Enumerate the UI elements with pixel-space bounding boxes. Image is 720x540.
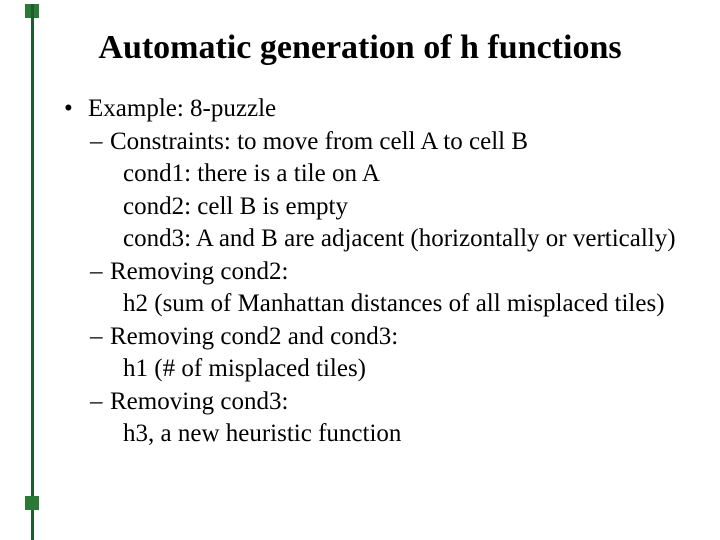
bullet-line: h3, a new heuristic function <box>0 418 720 451</box>
line-text: h2 (sum of Manhattan distances of all mi… <box>123 290 665 317</box>
bullet-line: –Removing cond2 and cond3: <box>0 321 720 354</box>
line-text: Example: 8-puzzle <box>88 95 277 122</box>
slide-body: •Example: 8-puzzle –Constraints: to move… <box>0 93 720 451</box>
slide-title: Automatic generation of h functions <box>98 29 622 66</box>
line-text: h1 (# of misplaced tiles) <box>123 355 366 382</box>
bullet-line: • Example: 8-puzzle <box>0 93 720 126</box>
line-text: Removing cond2 and cond3: <box>110 322 399 350</box>
bullet-line: –Removing cond3: <box>0 386 720 419</box>
bullet-line: –Constraints: to move from cell A to cel… <box>0 126 720 159</box>
bullet-line: h1 (# of misplaced tiles) <box>0 353 720 386</box>
bullet-line: h2 (sum of Manhattan distances of all mi… <box>0 288 720 321</box>
line-text: Removing cond2: <box>110 257 289 285</box>
bullet-line: cond2: cell B is empty <box>0 191 720 224</box>
dash-icon: – <box>90 387 103 415</box>
line-text: Removing cond3: <box>110 387 289 415</box>
bullet-line: cond1: there is a tile on A <box>0 158 720 191</box>
accent-vertical-line <box>31 4 34 540</box>
bullet-line: –Removing cond2: <box>0 256 720 289</box>
bullet-line: cond3: A and B are adjacent (horizontall… <box>0 223 720 256</box>
dash-icon: – <box>90 127 103 155</box>
bullet-icon: • <box>64 95 73 122</box>
line-text: cond2: cell B is empty <box>123 192 348 220</box>
dash-icon: – <box>90 257 103 285</box>
line-text: h3, a new heuristic function <box>123 420 402 447</box>
accent-square-bottom-icon <box>25 496 39 510</box>
line-text: cond3: A and B are adjacent (horizontall… <box>123 225 676 252</box>
line-text: cond1: there is a tile on A <box>123 160 380 187</box>
dash-icon: – <box>90 322 103 350</box>
line-text: Constraints: to move from cell A to cell… <box>110 127 529 155</box>
